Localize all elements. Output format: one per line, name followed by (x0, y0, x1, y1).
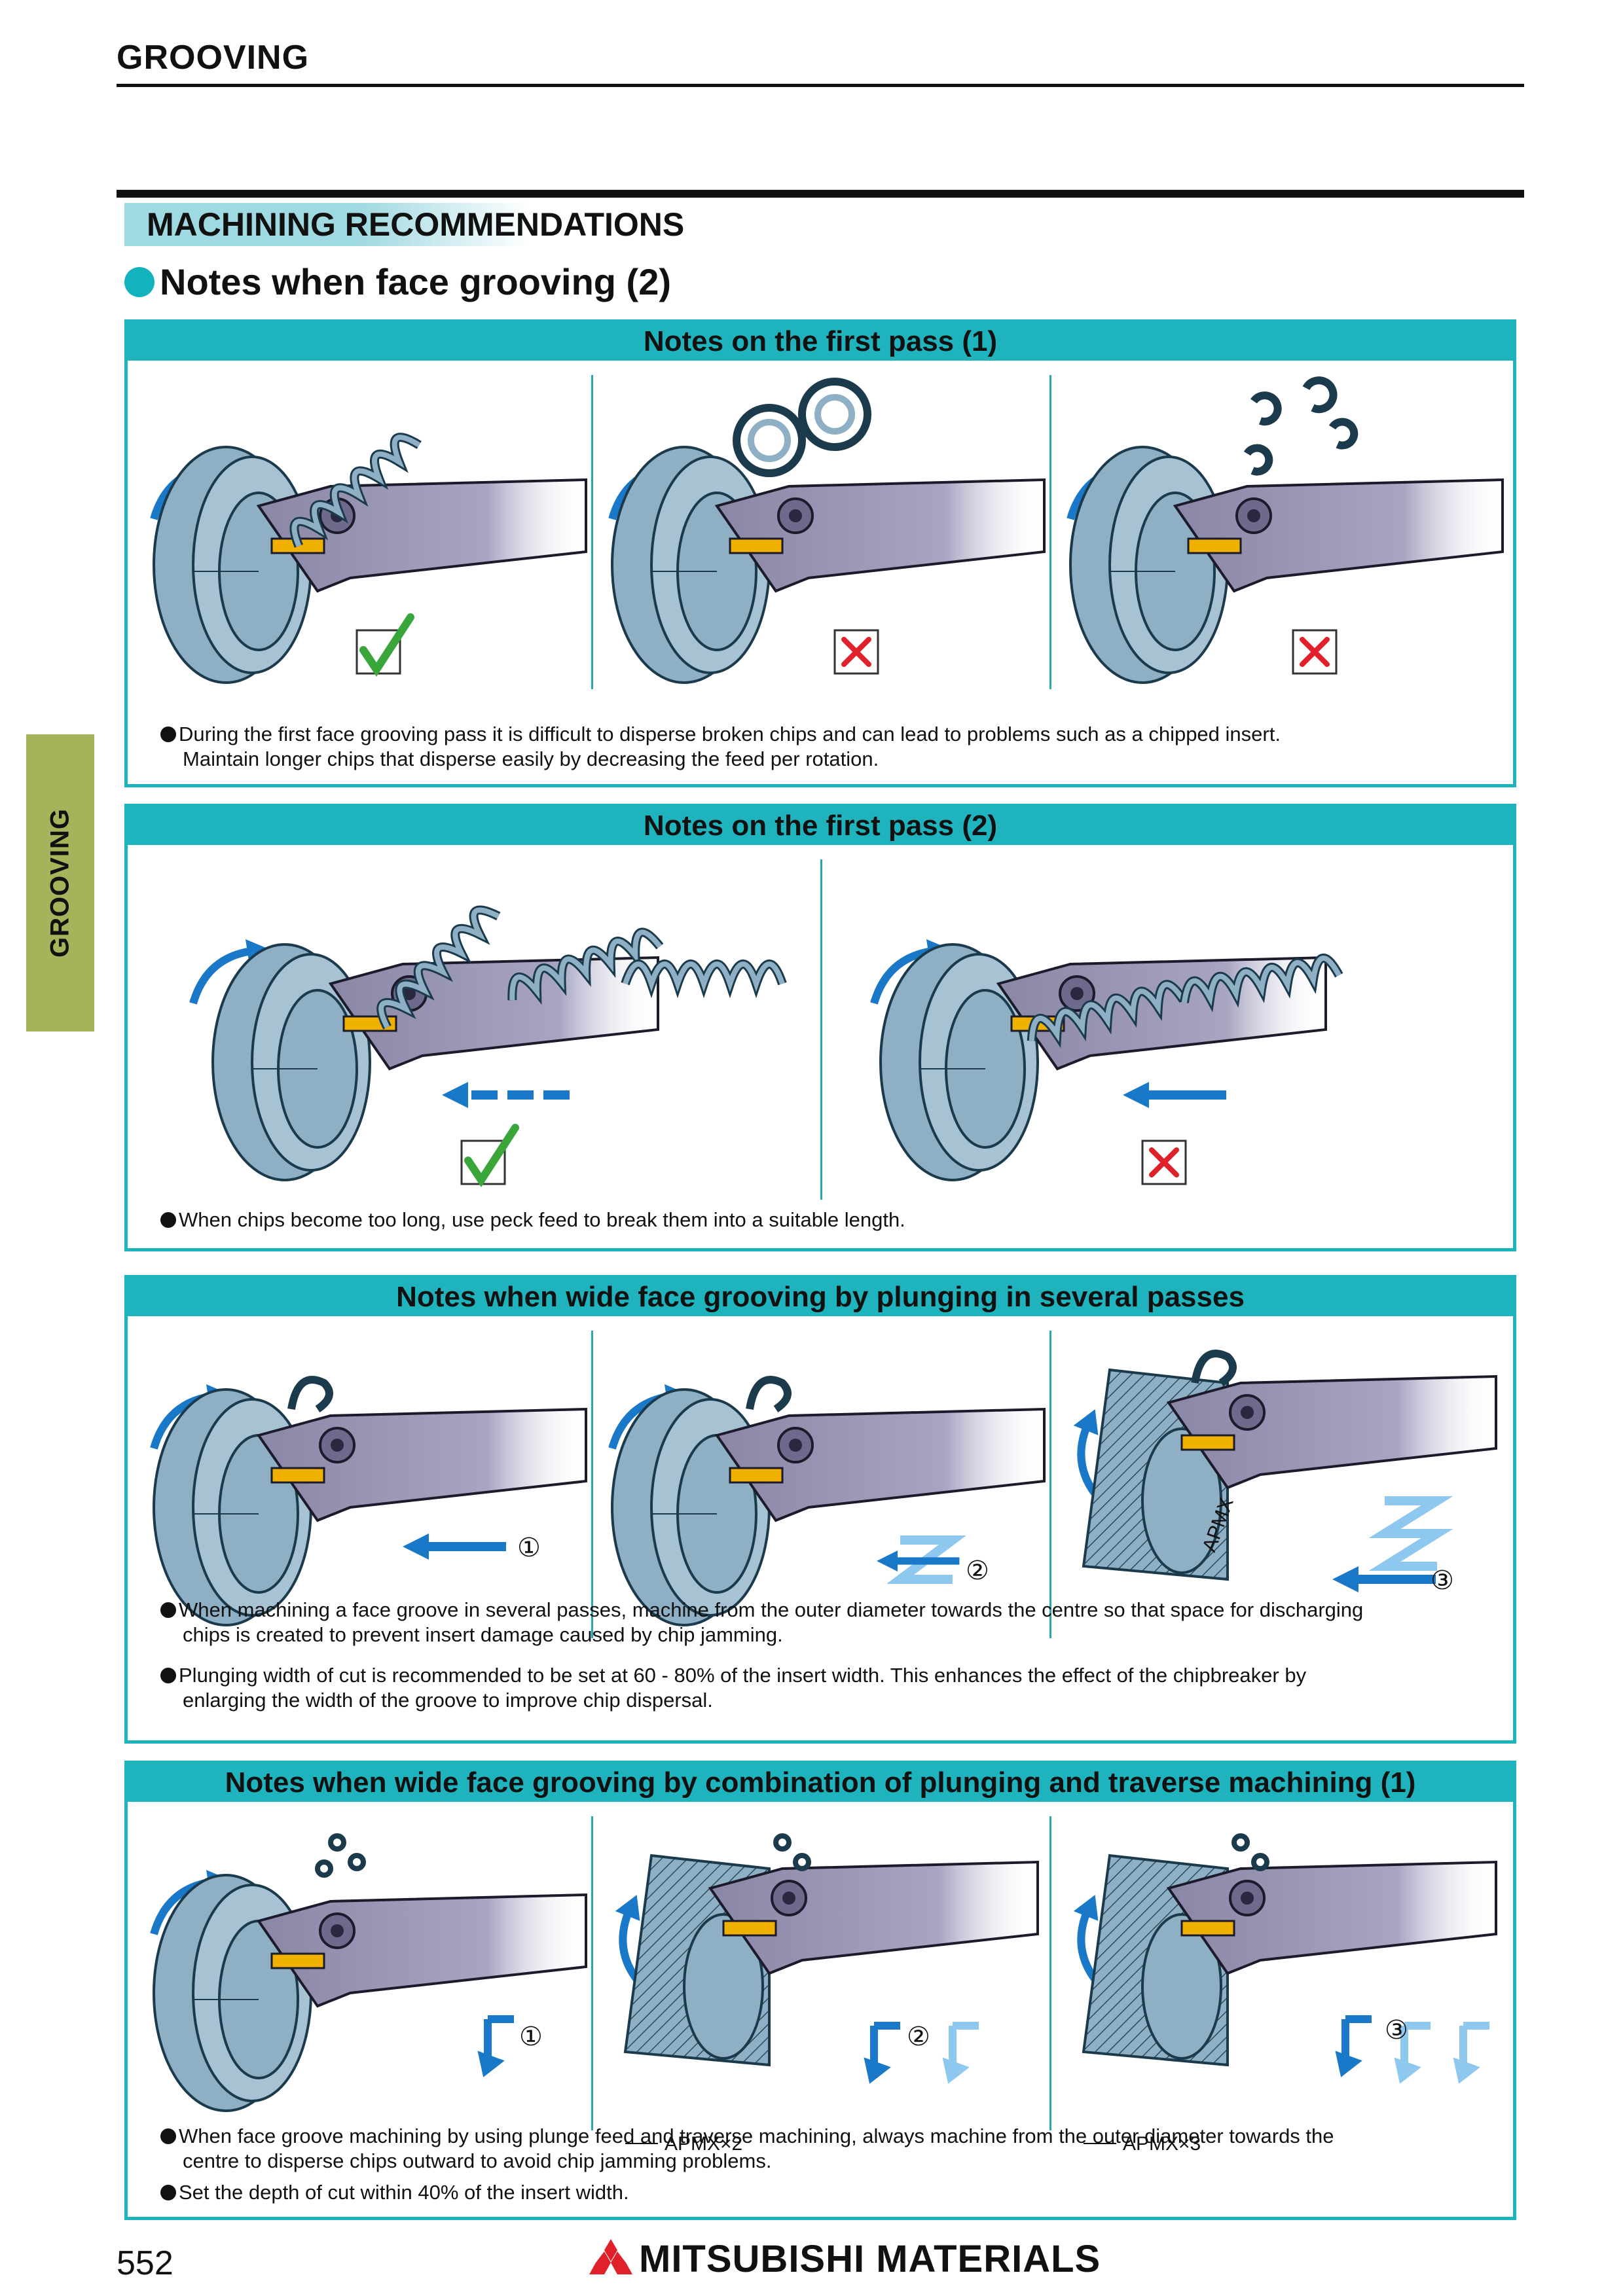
illustration-plunge-3: APMX ③ (1057, 1350, 1497, 1595)
bullet-icon (160, 726, 176, 742)
page-header: GROOVING (117, 38, 1524, 87)
three-diamonds-icon (589, 2239, 632, 2274)
illustration-combo-1: ① (141, 1833, 587, 2112)
page-header-title: GROOVING (117, 39, 310, 77)
panel-title: Notes on the first pass (1) (128, 323, 1513, 361)
panel-first-pass-2: Notes on the first pass (2) When chips b… (124, 804, 1516, 1251)
cross-mark-icon (1293, 630, 1336, 673)
bullet-icon (160, 1668, 176, 1683)
note-item: When machining a face groove in several … (160, 1598, 1509, 1647)
note-item: When face groove machining by using plun… (160, 2124, 1509, 2174)
cross-mark-icon (835, 630, 878, 673)
note-item: Set the depth of cut within 40% of the i… (160, 2180, 1509, 2205)
note-item: During the first face grooving pass it i… (160, 722, 1496, 772)
panel-divider (1049, 1816, 1051, 2130)
check-mark-icon (462, 1128, 515, 1184)
apmx-label: APMX×2 (665, 2133, 742, 2155)
note-item: When chips become too long, use peck fee… (160, 1208, 1496, 1232)
panel-divider (591, 1816, 593, 2130)
illustration-peck-feed (154, 859, 822, 1200)
illustration-plunge-1: ① (141, 1376, 587, 1626)
panel-title: Notes when wide face grooving by combina… (128, 1764, 1513, 1802)
panel-wide-plunging: Notes when wide face grooving by plungin… (124, 1275, 1516, 1744)
panel-title: Notes on the first pass (2) (128, 807, 1513, 845)
illustration-combo-3: ③ APMX×3 (1057, 1833, 1497, 2155)
panel-divider (591, 1331, 593, 1638)
check-mark-icon (357, 617, 410, 673)
section-title: Notes when face grooving (2) (124, 260, 671, 303)
step-number: ② (907, 2022, 930, 2051)
illustration-tangled-chips (599, 378, 1046, 684)
panel-title: Notes when wide face grooving by plungin… (128, 1278, 1513, 1316)
brand-logo: MITSUBISHI MATERIALS (589, 2237, 1101, 2281)
apmx-label: APMX×3 (1123, 2133, 1201, 2155)
bullet-icon (160, 1602, 176, 1618)
illustration-long-chips (141, 375, 587, 684)
step-number: ③ (1431, 1566, 1454, 1595)
note-item: Plunging width of cut is recommended to … (160, 1663, 1509, 1713)
cross-mark-icon (1142, 1141, 1186, 1184)
section-recommendations: MACHINING RECOMMENDATIONS (124, 203, 801, 246)
bullet-icon (160, 1212, 176, 1228)
section-title-text: Notes when face grooving (2) (160, 261, 671, 302)
page-number: 552 (117, 2244, 173, 2282)
side-tab-label: GROOVING (45, 808, 75, 958)
brand-name: MITSUBISHI MATERIALS (639, 2238, 1101, 2280)
step-number: ② (966, 1556, 989, 1585)
step-number: ① (519, 2022, 543, 2051)
illustration-plunge-2: ② (599, 1376, 1046, 1626)
bullet-dot-icon (124, 267, 155, 297)
illustration-continuous-feed (835, 859, 1503, 1200)
illustration-broken-chips (1057, 376, 1504, 684)
illustration-combo-2: ② APMX×2 (599, 1833, 1039, 2155)
panel-divider (820, 859, 822, 1200)
step-number: ① (517, 1534, 541, 1562)
bullet-icon (160, 2128, 176, 2144)
section-divider (117, 190, 1524, 198)
step-number: ③ (1385, 2016, 1408, 2045)
panel-wide-combination: Notes when wide face grooving by combina… (124, 1761, 1516, 2220)
bullet-icon (160, 2185, 176, 2200)
panel-divider (1049, 1331, 1051, 1638)
panel-divider (591, 375, 593, 689)
panel-first-pass-1: Notes on the first pass (1) During the f… (124, 319, 1516, 787)
panel-divider (1049, 375, 1051, 689)
side-tab[interactable]: GROOVING (26, 734, 94, 1031)
